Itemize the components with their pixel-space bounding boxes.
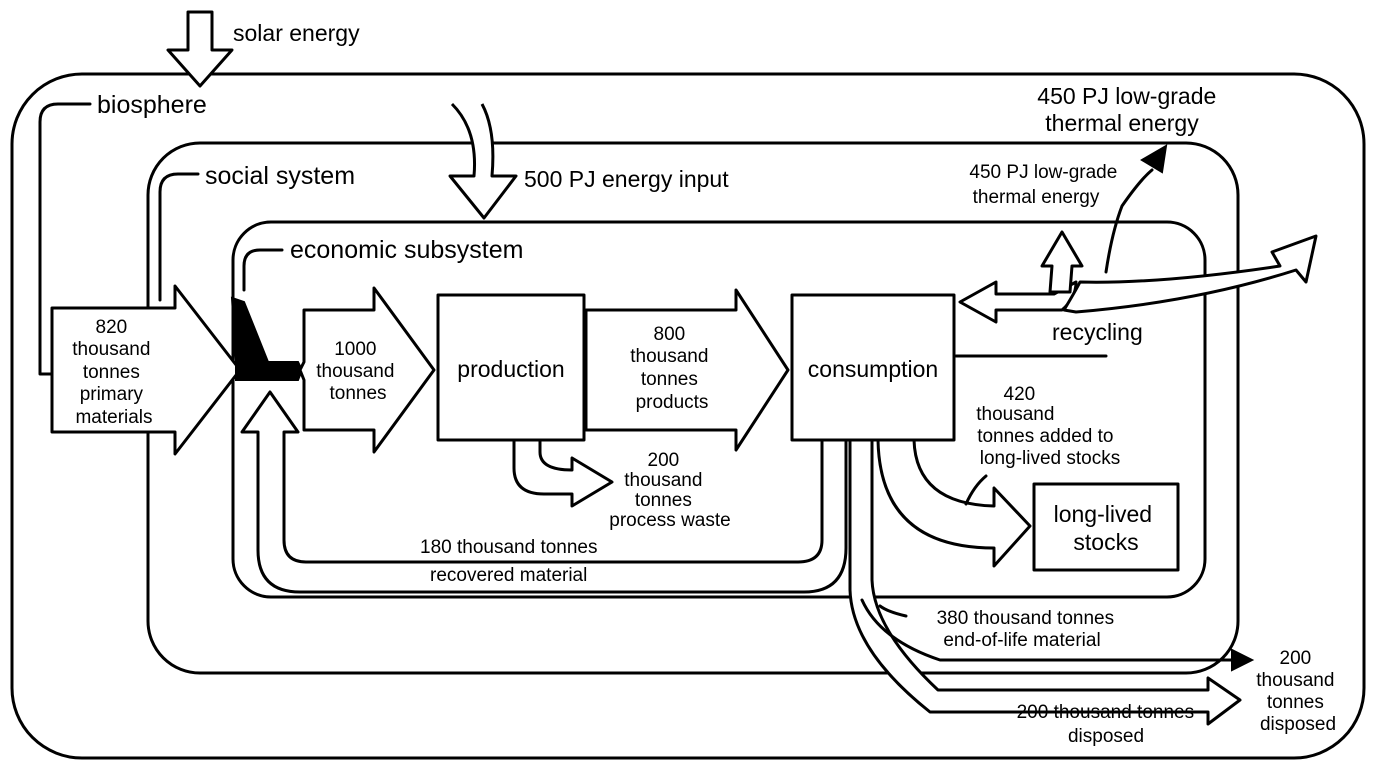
solar-energy-label: solar energy (233, 20, 360, 46)
biosphere-title: biosphere (97, 91, 207, 119)
thermal-inner-arrow (1040, 230, 1084, 294)
energy-input-label: 500 PJ energy input (524, 166, 729, 192)
input-1000-label: 1000 thousand tonnes (316, 339, 399, 404)
input-1000-arrow (298, 286, 436, 454)
biosphere-boundary (10, 72, 1366, 760)
stocks-pointer (964, 474, 988, 506)
thermal-outer-line (1104, 168, 1154, 274)
economic-subsystem-title: economic subsystem (290, 236, 523, 264)
disposed-outer-line (860, 598, 1238, 662)
recovered-material-loop (240, 390, 848, 594)
process-waste-arrow (512, 438, 614, 508)
end-of-life-flow (848, 438, 1242, 726)
recovered-material-label-2: recovered material (430, 565, 587, 586)
primary-materials-label: 820 thousand tonnes primary materials (72, 317, 155, 428)
disposed-outer-label: 200 thousand tonnes disposed (1256, 648, 1339, 735)
economic-subsystem-boundary (231, 220, 1207, 599)
disposed-inner-label: 200 thousand tonnes disposed (1017, 702, 1200, 747)
thermal-outer-arrowhead (1140, 144, 1168, 174)
primary-materials-arrow (50, 284, 242, 456)
consumption-label: consumption (808, 356, 938, 382)
merge-junction (230, 296, 304, 381)
social-system-title: social system (205, 162, 355, 190)
products-label: 800 thousand tonnes products (630, 324, 713, 413)
solar-energy-arrow (166, 10, 234, 88)
recovered-material-label-1: 180 thousand tonnes (420, 537, 598, 558)
social-system-hook (158, 172, 200, 302)
eol-pointer (878, 604, 908, 618)
outflow-right-arrow (1062, 234, 1318, 314)
consumption-box (790, 293, 956, 442)
disposed-outer-arrowhead (1231, 648, 1255, 672)
production-label: production (457, 356, 564, 382)
stocks-added-label: 420 thousand tonnes added to long-lived … (976, 384, 1120, 469)
biosphere-hook (38, 102, 92, 376)
energy-input-arrow (448, 102, 518, 220)
thermal-inner-label: 450 PJ low-grade thermal energy (969, 162, 1122, 208)
production-box (436, 293, 586, 442)
long-lived-stocks-label: long-lived stocks (1054, 501, 1159, 555)
long-lived-stocks-box (1032, 482, 1180, 572)
recycling-label: recycling (1052, 319, 1143, 345)
thermal-outer-label: 450 PJ low-grade thermal energy (1037, 83, 1222, 136)
process-waste-label: 200 thousand tonnes process waste (609, 450, 730, 531)
stocks-arrow (876, 438, 1032, 568)
end-of-life-label: 380 thousand tonnes end-of-life material (937, 608, 1120, 651)
economic-subsystem-hook (242, 248, 284, 292)
products-arrow (584, 288, 790, 452)
